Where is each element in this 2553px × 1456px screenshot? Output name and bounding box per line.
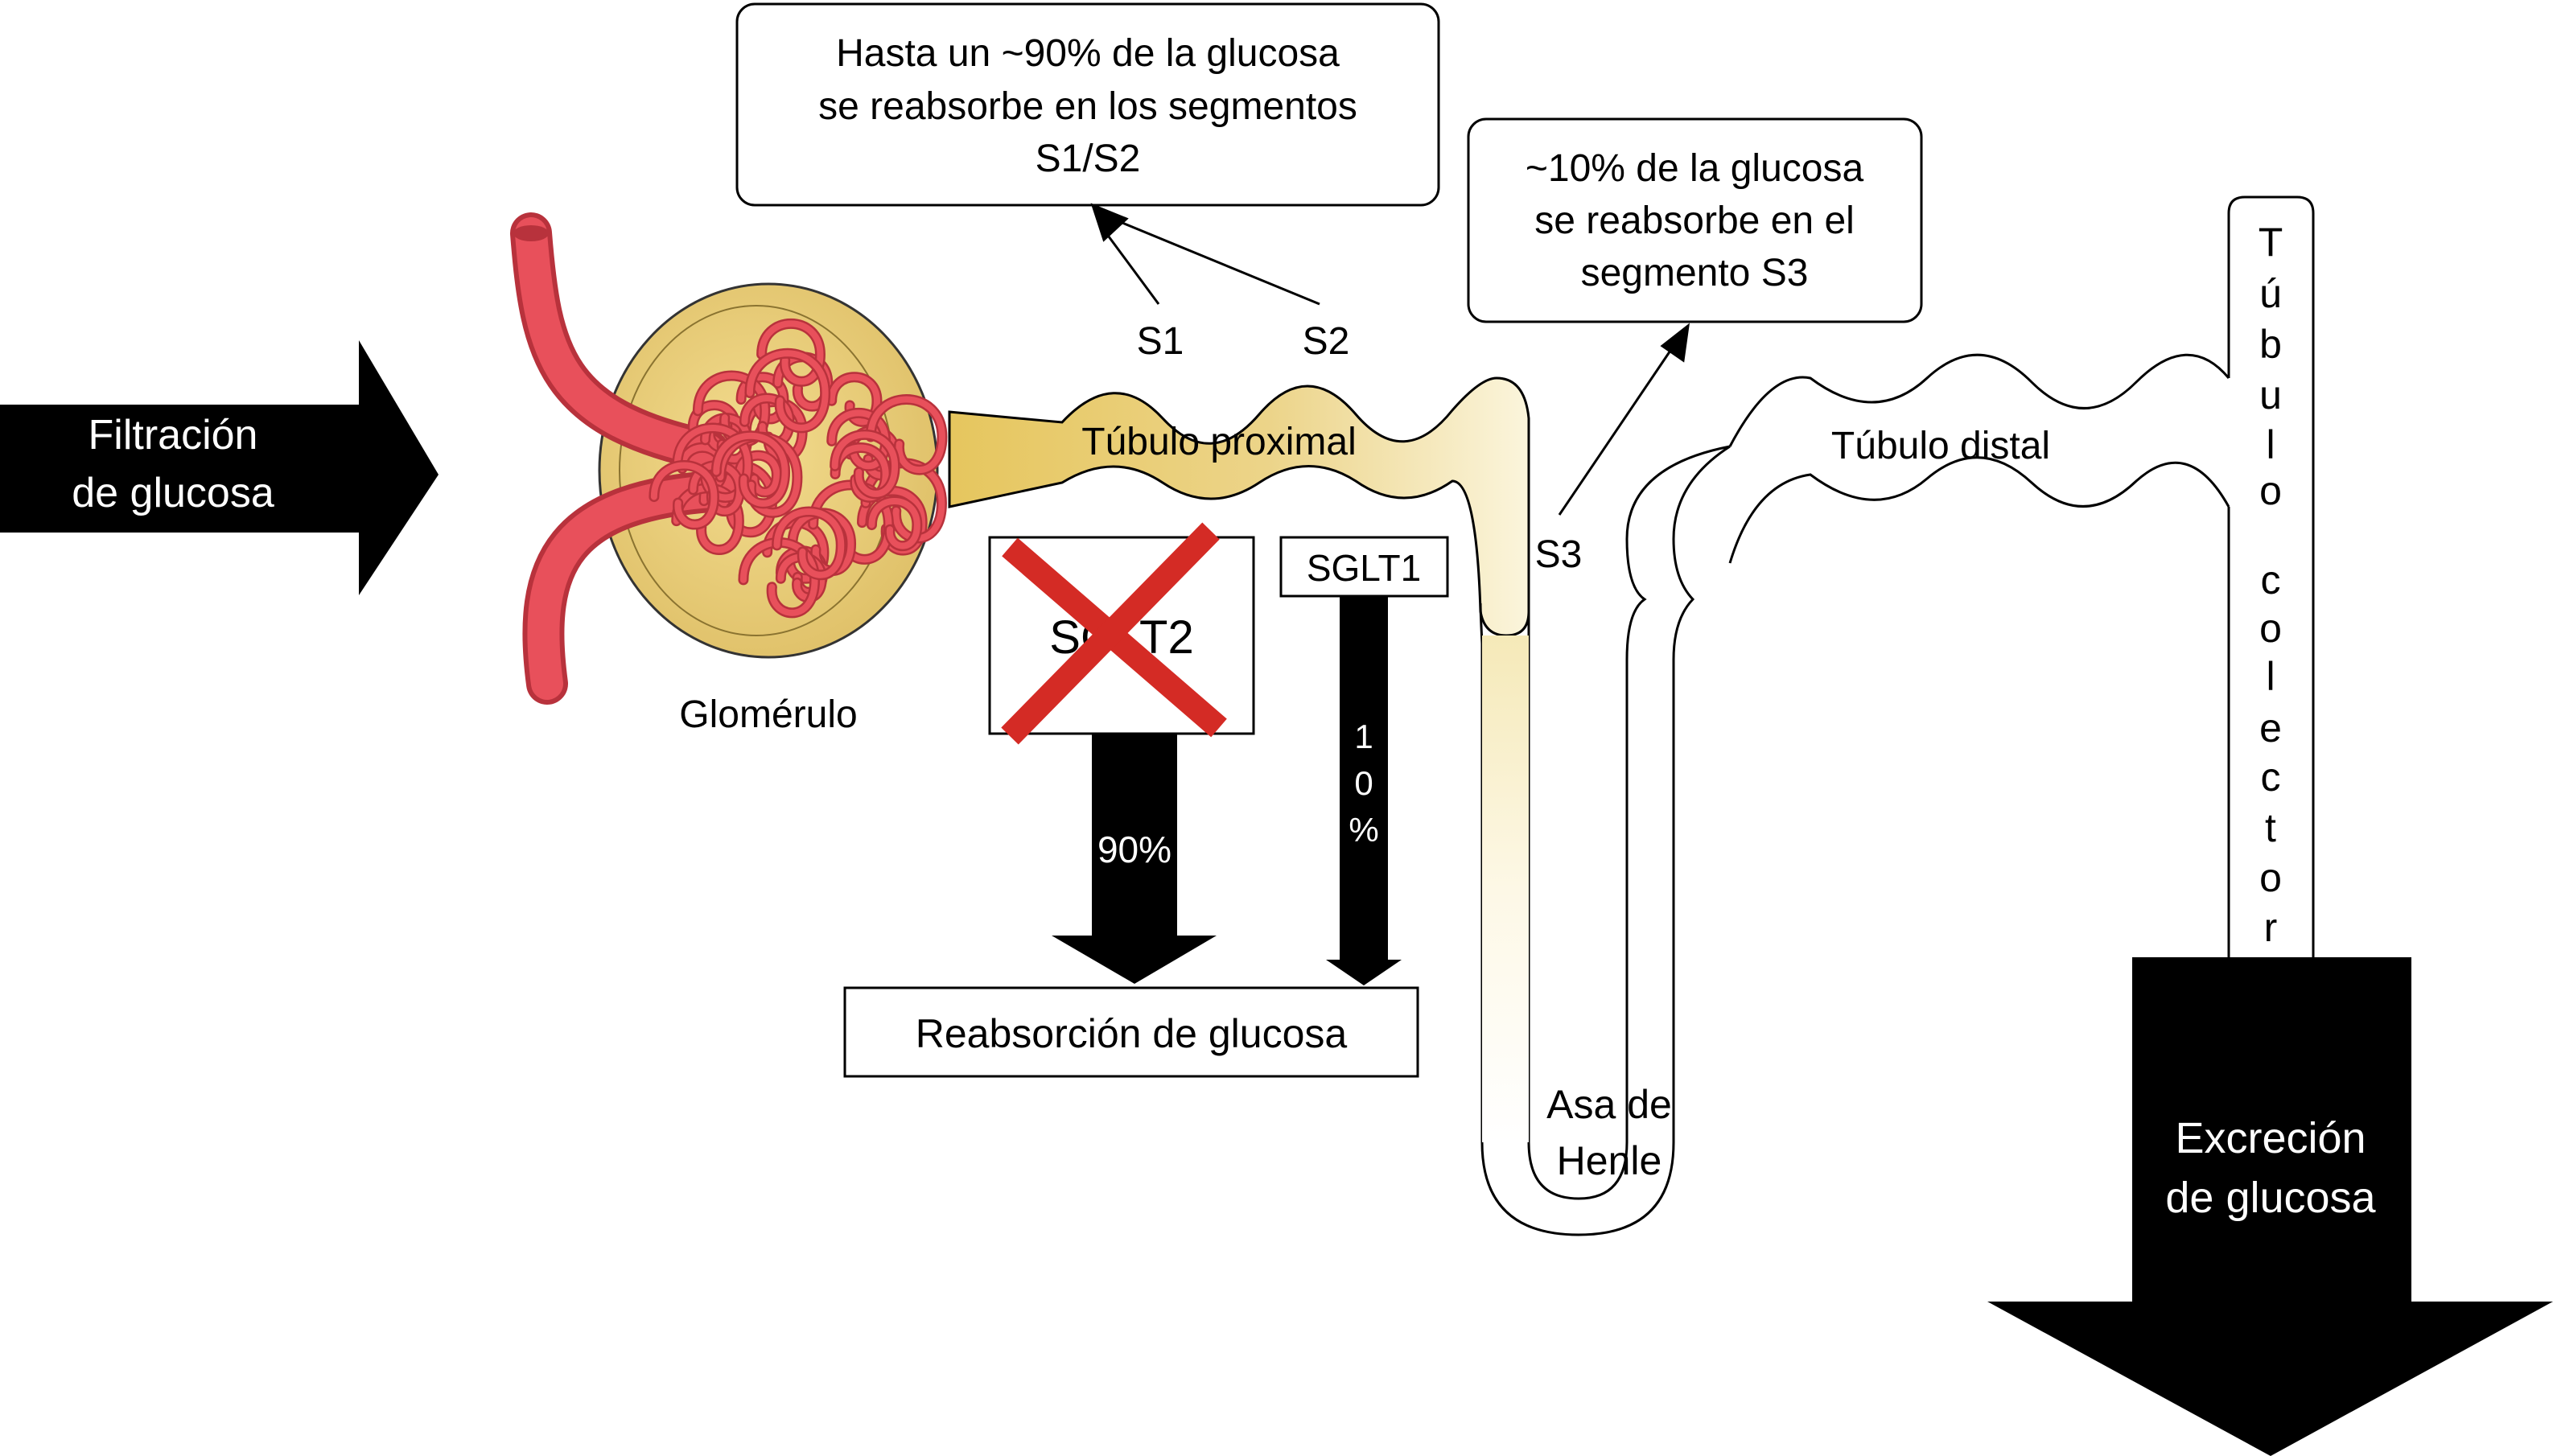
pointer-s1 xyxy=(1105,232,1160,305)
capillary-loop xyxy=(673,484,743,553)
callout-s3-box xyxy=(1467,117,1923,323)
capillary-loop xyxy=(713,432,789,507)
callout-s1s2-box xyxy=(735,2,1440,207)
sglt2-flow-arrow xyxy=(1052,734,1217,984)
callout-s1s2-line2: se reabsorbe en los segmentos xyxy=(818,85,1357,128)
collector-letter: t xyxy=(2265,805,2276,850)
sglt1-box xyxy=(1279,536,1449,598)
capillary-loop xyxy=(868,497,920,549)
collector-letter: c xyxy=(2261,755,2281,800)
collector-letter: l xyxy=(2266,654,2275,699)
callout-s3-line3: segmento S3 xyxy=(1581,252,1809,294)
vessel-opening xyxy=(513,225,549,241)
pointer-s3-head xyxy=(1660,323,1690,363)
loop-descending-fill xyxy=(1482,635,1529,1142)
loop-label-line1: Asa de xyxy=(1546,1082,1672,1127)
sglt1-transporter: SGLT1 1 0% xyxy=(1279,536,1449,985)
callout-s1s2: Hasta un ~90% de la glucosa se reabsorbe… xyxy=(735,2,1440,306)
excretion-arrow-shape xyxy=(1987,957,2553,1456)
collector-letter: b xyxy=(2259,322,2282,367)
sglt2-percent: 90% xyxy=(1097,829,1171,870)
capillary-loop xyxy=(832,444,889,501)
callout-s3-pointer xyxy=(1558,323,1690,516)
pointer-s3 xyxy=(1558,345,1675,516)
collector-letter: o xyxy=(2259,468,2282,513)
filtration-arrow-line2: de glucosa xyxy=(72,470,274,516)
loop-inner xyxy=(1527,445,1731,1200)
distal-tubule-label: Túbulo distal xyxy=(1831,425,2050,467)
glomerulus: Glomérulo xyxy=(510,212,948,736)
capillary-loop xyxy=(831,431,899,497)
capillary-loop xyxy=(828,373,880,426)
sglt1-percent-char: 1 xyxy=(1354,718,1373,755)
excretion-arrow: Excreción de glucosa xyxy=(1987,957,2553,1456)
capillary-tuft xyxy=(649,318,948,619)
segment-s3-label: S3 xyxy=(1535,533,1583,576)
sglt1-percent-char: % xyxy=(1349,811,1378,849)
filtration-arrow-shape xyxy=(0,340,439,595)
collector-letter: u xyxy=(2259,372,2282,417)
callout-s1s2-pointers xyxy=(1090,203,1320,306)
pointer-head xyxy=(1090,203,1129,242)
collector-letter: o xyxy=(2259,606,2282,651)
glomerulus-label: Glomérulo xyxy=(679,693,857,736)
reabsorption-box xyxy=(843,986,1419,1078)
proximal-tubule-label: Túbulo proximal xyxy=(1081,421,1356,463)
filtration-arrow: Filtración de glucosa xyxy=(0,340,439,595)
distal-tubule-outer xyxy=(1728,353,2230,447)
sglt2-cross-icon xyxy=(1001,522,1227,745)
vessels xyxy=(510,212,745,705)
collector-letter: r xyxy=(2264,905,2278,950)
capillary-loop xyxy=(867,396,945,473)
afferent-arteriole-fill xyxy=(527,475,740,700)
sglt1-percent: 1 0% xyxy=(1349,718,1378,849)
loop-of-henle: Asa de Henle xyxy=(1479,445,1731,1236)
cross-stroke-2 xyxy=(1001,522,1220,745)
callout-s3-line1: ~10% de la glucosa xyxy=(1526,147,1864,190)
collector-letter: c xyxy=(2261,557,2281,603)
proximal-tubule: Túbulo proximal S1 S2 S3 xyxy=(948,320,1583,637)
sglt1-percent-char: 0 xyxy=(1354,764,1373,802)
distal-tubule-inner xyxy=(1728,456,2230,564)
pointer-s2 xyxy=(1118,220,1320,306)
excretion-arrow-line2: de glucosa xyxy=(2165,1174,2376,1222)
sglt1-flow-arrow xyxy=(1326,597,1402,985)
capillary-loop xyxy=(746,350,829,431)
sglt2-transporter: SGLT2 90% xyxy=(988,522,1255,984)
collector-letter: o xyxy=(2259,855,2282,900)
callout-s1s2-line3: S1/S2 xyxy=(1036,138,1141,180)
proximal-tubule-body xyxy=(948,376,1530,637)
efferent-arteriole-fill xyxy=(515,217,724,467)
segment-s2-label: S2 xyxy=(1303,320,1350,363)
collector-letter: T xyxy=(2259,220,2283,265)
filtration-arrow-line1: Filtración xyxy=(89,412,258,459)
capillary-loop xyxy=(650,462,718,529)
callout-s3-line2: se reabsorbe en el xyxy=(1534,199,1855,242)
collector-letter: ú xyxy=(2259,271,2282,316)
reabsorption: Reabsorción de glucosa xyxy=(843,986,1419,1078)
capillary-loop xyxy=(739,539,818,616)
capillary-loop xyxy=(773,508,845,578)
callout-s1s2-line1: Hasta un ~90% de la glucosa xyxy=(836,32,1340,75)
capillary-loop xyxy=(758,320,824,385)
segment-s1-label: S1 xyxy=(1137,320,1184,363)
collector-letter: l xyxy=(2266,422,2275,467)
callout-s3: ~10% de la glucosa se reabsorbe en el se… xyxy=(1467,117,1923,516)
loop-outer xyxy=(1479,445,1731,1236)
loop-label-line2: Henle xyxy=(1557,1138,1662,1183)
collecting-duct-outline xyxy=(2227,195,2315,957)
excretion-arrow-line1: Excreción xyxy=(2175,1114,2366,1162)
collector-letter: e xyxy=(2259,705,2282,751)
reabsorption-label: Reabsorción de glucosa xyxy=(916,1011,1348,1056)
sglt1-label: SGLT1 xyxy=(1307,547,1421,589)
distal-tubule: Túbulo distal xyxy=(1728,353,2230,564)
